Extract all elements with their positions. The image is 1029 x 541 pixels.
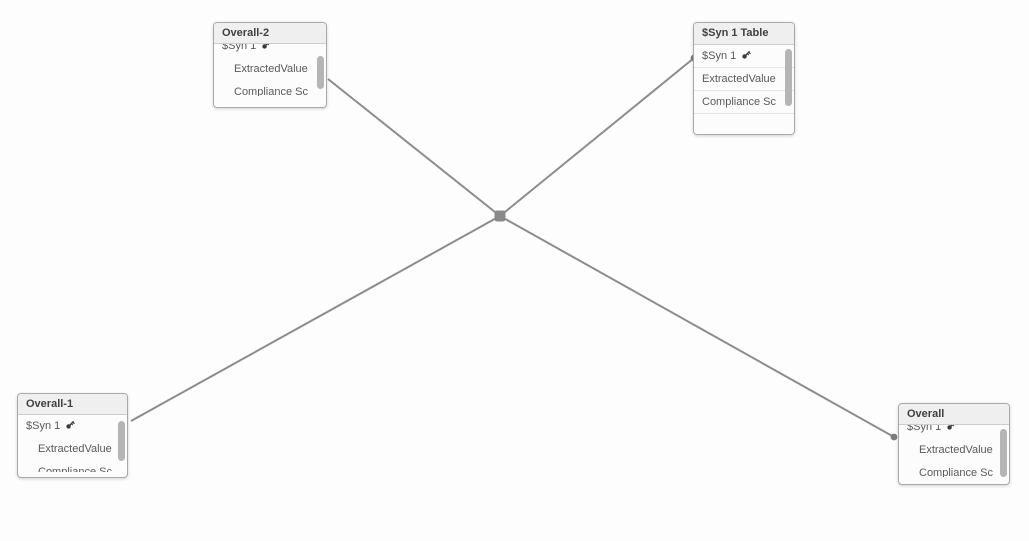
field-row[interactable]: ExtractedValue [694,68,794,91]
field-label: Compliance Sc [38,466,112,472]
field-label: ExtractedValue [234,63,308,75]
table-syn-1[interactable]: $Syn 1 Table $Syn 1 ExtractedValue Compl… [693,22,795,135]
field-label: $Syn 1 [907,425,942,433]
field-row[interactable]: ExtractedValue [899,439,1009,462]
table-title[interactable]: $Syn 1 Table [694,23,794,45]
key-icon [66,420,76,429]
table-scrollbar[interactable] [785,49,792,106]
field-label: Compliance Sc [234,86,308,96]
field-label: ExtractedValue [38,443,112,455]
field-row[interactable]: ExtractedValue [214,58,326,81]
field-row[interactable]: Compliance Sc [18,461,127,472]
table-scrollbar[interactable] [118,421,125,461]
field-row[interactable]: Compliance Sc [899,462,1009,477]
connector-overall-1 [130,215,501,422]
field-row[interactable]: Compliance Sc [694,91,794,114]
field-label: Compliance Sc [702,96,776,108]
table-scrollbar[interactable] [1000,429,1007,477]
field-row-key[interactable]: $Syn 1 [899,425,1009,439]
field-row-key[interactable]: $Syn 1 [694,45,794,68]
field-label: $Syn 1 [702,50,737,62]
field-label: ExtractedValue [702,73,776,85]
table-overall[interactable]: Overall $Syn 1 ExtractedValue Compliance… [898,403,1010,485]
field-label: $Syn 1 [26,420,61,432]
table-field-list: $Syn 1 ExtractedValue Compliance Sc [694,45,794,134]
field-label: $Syn 1 [222,44,257,52]
table-field-list: $Syn 1 ExtractedValue Compliance Sc [899,425,1009,477]
field-label: ExtractedValue [919,444,993,456]
field-row[interactable]: Compliance Sc [214,81,326,96]
key-icon [262,44,272,49]
field-label: Compliance Sc [919,467,993,477]
connector-overall [499,215,895,438]
table-field-list: $Syn 1 ExtractedValue Compliance Sc [18,415,127,472]
connector-syn-1-table [499,57,695,217]
endpoint-dot [890,433,898,441]
synthetic-key-node[interactable] [494,210,506,222]
table-field-list: $Syn 1 ExtractedValue Compliance Sc [214,44,326,96]
field-row[interactable]: ExtractedValue [18,438,127,461]
table-title[interactable]: Overall-2 [214,23,326,44]
field-row-key[interactable]: $Syn 1 [214,44,326,58]
table-overall-1[interactable]: Overall-1 $Syn 1 ExtractedValue Complian… [17,393,128,478]
table-title[interactable]: Overall-1 [18,394,127,415]
field-row-key[interactable]: $Syn 1 [18,415,127,438]
table-overall-2[interactable]: Overall-2 $Syn 1 ExtractedValue Complian… [213,22,327,108]
table-scrollbar[interactable] [317,56,324,89]
connector-overall-2 [327,78,501,217]
key-icon [742,50,752,59]
table-title[interactable]: Overall [899,404,1009,425]
key-icon [947,425,957,430]
